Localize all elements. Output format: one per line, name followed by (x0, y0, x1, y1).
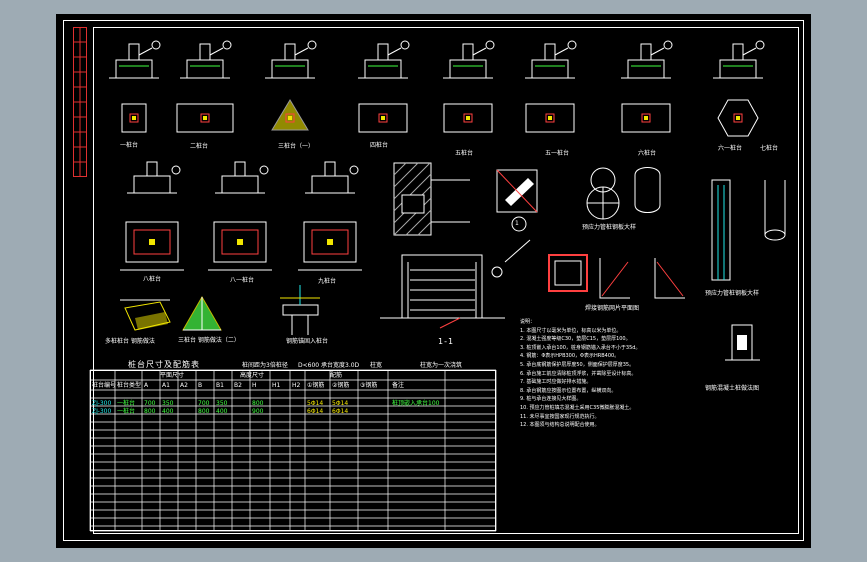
table-cell: 6Φ14 (332, 408, 349, 415)
table-title: 桩台尺寸及配筋表 (128, 360, 200, 369)
detail-label-pile: 钢筋混凝土桩做法图 (705, 385, 760, 392)
table-side-note-1: 桩间距为3倍桩径 (242, 362, 288, 369)
detail-label-plate: 预应力管桩钢板大样 (582, 224, 637, 231)
table-cell: 桩顶嵌入承台100 (392, 400, 440, 407)
section-1-1 (380, 239, 531, 329)
circle-marker: 1 (515, 220, 519, 227)
table-grid (89, 369, 497, 532)
note-item: 3. 桩顶嵌入承台100，桩身钢筋锚入承台不小于35d。 (520, 344, 641, 351)
table-group-2: 高度尺寸 (240, 372, 265, 379)
detail-label-plate-2: 预应力管桩钢板大样 (705, 290, 760, 297)
multi-pile-rebar-detail (120, 299, 171, 331)
wall-section-detail (393, 162, 470, 236)
cap-label-9: 七桩台 (760, 145, 779, 152)
cap-label-row2-1: 八桩台 (143, 276, 162, 283)
cap-label-8: 六一桩台 (718, 145, 743, 152)
note-item: 10. 预应力管桩填芯混凝土采用C35微膨胀混凝土。 (520, 404, 635, 411)
note-item: 7. 基础施工时应做好排水措施。 (520, 379, 592, 386)
row3-label-3: 钢筋锚固入桩台 (286, 338, 329, 345)
notes-block: 说明： 1. 本图尺寸以毫米为单位，标高以米为单位。 2. 混凝土强度等级C30，… (520, 318, 715, 430)
cap-label-row2-3: 九桩台 (318, 278, 337, 285)
table-side-note-4: 柱宽为一次浇筑 (420, 362, 463, 369)
table-header-4: A1 (162, 382, 170, 389)
note-item: 8. 承台钢筋应按图示位置布置，纵横双向。 (520, 387, 617, 394)
pile-cap-table (90, 370, 496, 531)
note-item: 12. 本图须与结构总说明配合使用。 (520, 422, 600, 429)
table-cell: 5Φ14 (332, 400, 349, 407)
pile-column-detail (711, 179, 786, 281)
triangle-cap-rebar-detail (182, 295, 222, 331)
weld-plate-details (548, 254, 685, 299)
note-item: 11. 未尽事宜按国家现行规范执行。 (520, 413, 600, 420)
table-header-6: B (198, 382, 203, 389)
table-header-3: A (144, 382, 149, 389)
table-header-7: B1 (216, 382, 224, 389)
table-cell: 6Φ14 (307, 408, 324, 415)
cap-label-6: 五一桩台 (545, 150, 570, 157)
title-strip (73, 27, 87, 177)
pile-connection-detail (496, 169, 538, 232)
table-cell: 800 (144, 408, 156, 415)
cap-label-1: 一桩台 (120, 142, 139, 149)
table-cell: 5Φ14 (307, 400, 324, 407)
table-header-15: 备注 (392, 382, 405, 389)
rebar-anchor-detail (280, 285, 320, 335)
row3-label-2: 三桩台 钢筋做法（二） (178, 337, 240, 344)
table-cell: 一桩台 (117, 408, 136, 415)
note-item: 2. 混凝土强度等级C30，垫层C15，垫层厚100。 (520, 336, 631, 343)
cap-label-4: 四桩台 (370, 142, 389, 149)
cap-label-3: 三桩台（一） (278, 143, 315, 150)
table-header-10: H1 (272, 382, 281, 389)
row3-label-1: 多桩桩台 钢筋做法 (105, 338, 155, 345)
table-header-5: A2 (180, 382, 188, 389)
table-cell: 700 (144, 400, 156, 407)
table-header-9: H (252, 382, 257, 389)
table-header-2: 桩台类型 (117, 382, 142, 389)
table-cell: 400 (162, 408, 174, 415)
table-header-12: ①钢筋 (307, 382, 325, 389)
pile-caps-row2 (120, 161, 362, 271)
table-cell: 350 (162, 400, 174, 407)
pile-plate-small-detail (725, 324, 760, 361)
table-header-11: H2 (292, 382, 301, 389)
note-item: 9. 桩与承台连接见大样图。 (520, 396, 582, 403)
table-cell: 350 (216, 400, 228, 407)
cap-label-7: 六桩台 (638, 150, 657, 157)
table-cell: 一桩台 (117, 400, 136, 407)
table-cell: 900 (252, 408, 264, 415)
table-group-3: 配筋 (330, 372, 343, 379)
table-cell: ZJ-300 (92, 400, 112, 407)
note-item: 4. 钢筋：Φ表示HPB300，Φ表示HRB400。 (520, 353, 620, 360)
table-side-note-3: 柱宽 (370, 362, 383, 369)
pile-caps-row1 (109, 40, 765, 137)
inner-frame (93, 27, 799, 534)
pipe-pile-plate-detail (586, 167, 661, 220)
notes-title: 说明： (520, 319, 536, 325)
table-cell: 400 (216, 408, 228, 415)
table-side-note-2: D<600 承台宽度3.0D (298, 362, 360, 369)
table-header-14: ③钢筋 (360, 382, 378, 389)
table-header-1: 桩台编号 (92, 382, 117, 389)
table-header-8: B2 (234, 382, 242, 389)
detail-label-weld: 焊接钢筋网片平面图 (585, 305, 640, 312)
table-cell: 700 (198, 400, 210, 407)
cap-label-5: 五桩台 (455, 150, 474, 157)
note-item: 6. 承台施工前应清除桩顶浮浆，并凿除至设计标高。 (520, 370, 637, 377)
cap-label-row2-2: 八一桩台 (230, 277, 255, 284)
table-group-1: 平面尺寸 (160, 372, 185, 379)
section-label: 1-1 (438, 337, 455, 346)
table-cell: 800 (198, 408, 210, 415)
note-item: 1. 本图尺寸以毫米为单位，标高以米为单位。 (520, 327, 622, 334)
table-header-13: ②钢筋 (332, 382, 350, 389)
table-cell: ZJ-300 (92, 408, 112, 415)
outer-frame (63, 20, 804, 541)
drawing-sheet (56, 14, 811, 548)
note-item: 5. 承台底钢筋保护层厚度50，侧面保护层厚度35。 (520, 361, 635, 368)
cap-label-2: 二桩台 (190, 143, 209, 150)
table-cell: 800 (252, 400, 264, 407)
